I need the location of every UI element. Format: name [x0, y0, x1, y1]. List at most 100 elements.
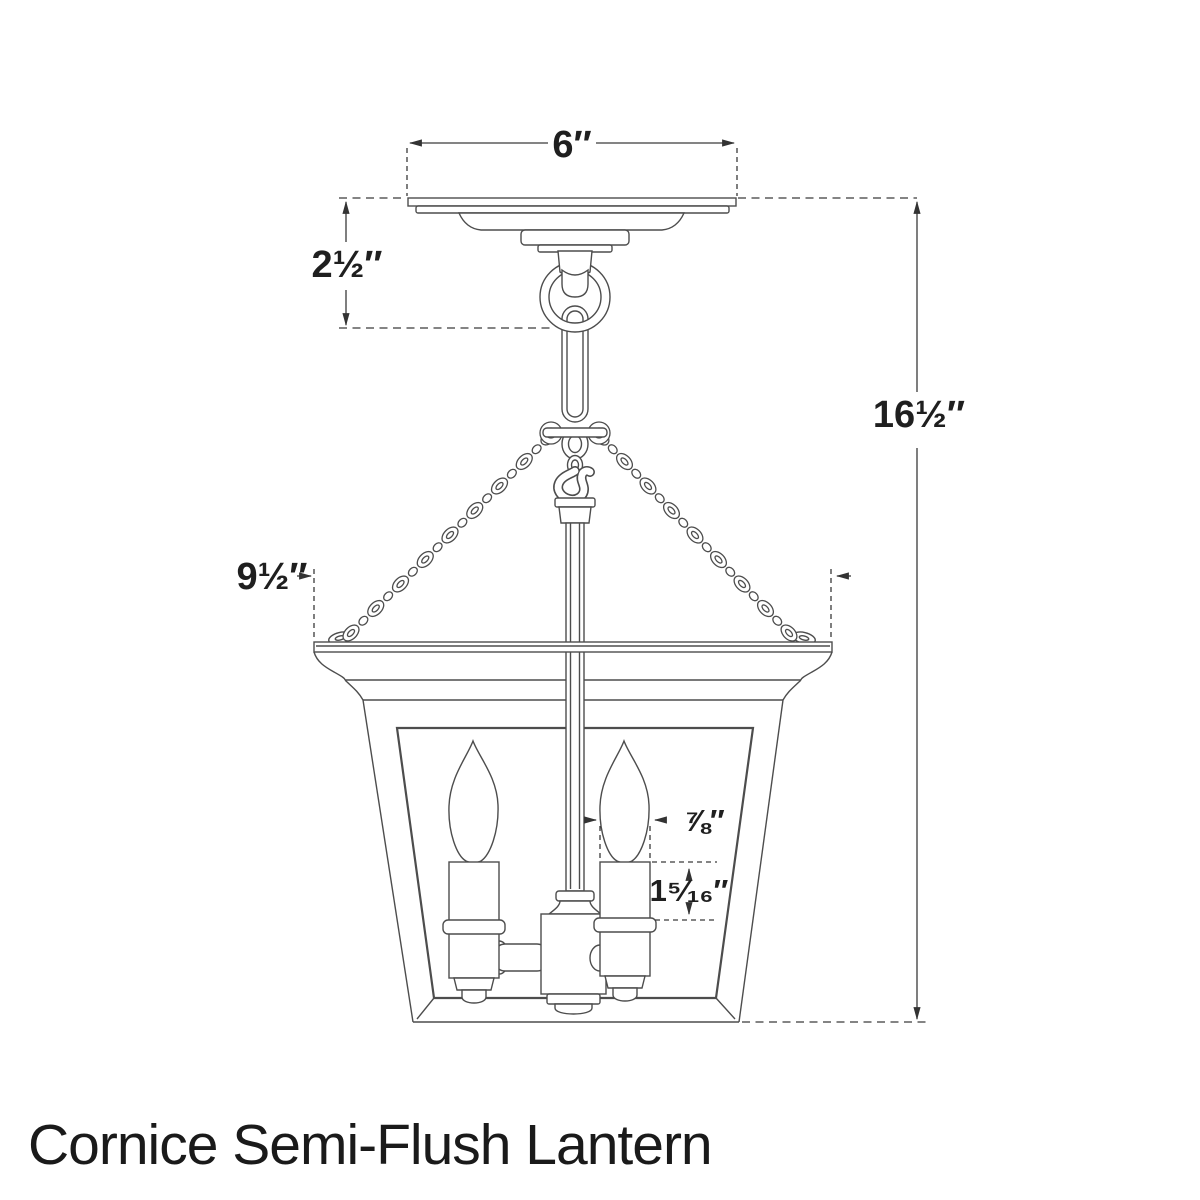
- dim-lantern-width: 9½″: [236, 556, 851, 641]
- chain-link: [445, 530, 455, 540]
- chain-link: [346, 628, 356, 638]
- canopy-plate-lip: [415, 205, 730, 214]
- sleeve-base: [453, 977, 495, 991]
- sill-corner-left: [416, 997, 435, 1020]
- dim-label-candle-width: ⅞″: [684, 803, 725, 838]
- chain-link: [620, 457, 629, 466]
- candle-bulb: [448, 739, 499, 864]
- canopy-band-upper: [520, 229, 630, 246]
- stem-tube: [565, 522, 585, 892]
- dim-label-socket-height: 1⁵⁄₁₆″: [650, 873, 729, 908]
- dim-label-overall-height: 16½″: [873, 394, 965, 436]
- chain-link: [506, 468, 517, 479]
- chain-link: [383, 591, 394, 602]
- chain-link: [515, 452, 533, 471]
- socket-base-ring: [546, 993, 601, 1005]
- chain-link: [607, 444, 618, 455]
- stem-flange: [555, 890, 595, 902]
- center-stem: [554, 497, 596, 892]
- dim-label-canopy-drop: 2½″: [311, 244, 382, 286]
- chain-link: [737, 579, 747, 589]
- molding-curve-right: [782, 679, 802, 701]
- chain-link: [686, 526, 704, 544]
- chain-link: [531, 444, 542, 455]
- chain-link: [678, 517, 689, 528]
- dim-canopy-width: 6″: [406, 124, 738, 196]
- chain-link: [639, 477, 657, 495]
- chain-link: [407, 566, 418, 577]
- chain-link: [631, 468, 642, 479]
- socket-cluster: [490, 890, 611, 1015]
- hanging-link-outer: [561, 305, 589, 423]
- chain-link: [391, 575, 410, 593]
- stem-cap: [554, 497, 596, 508]
- candle-right: [593, 739, 657, 1002]
- chain-link: [748, 591, 759, 602]
- stem-cup: [558, 506, 592, 524]
- chain-link: [725, 566, 736, 577]
- sill-corner-right: [715, 997, 736, 1020]
- chain-link: [772, 615, 783, 626]
- dim-label-canopy-width: 6″: [552, 124, 591, 166]
- dim-socket-height: 1⁵⁄₁₆″: [650, 861, 729, 921]
- chain-link: [457, 517, 468, 528]
- chain-end-link-hole: [798, 635, 810, 641]
- canopy-ring: [539, 261, 611, 333]
- chain-link: [482, 493, 493, 504]
- ceiling-canopy: [407, 197, 737, 423]
- cornice-ogee-right: [800, 651, 833, 681]
- dim-candle-width: ⅞″: [584, 803, 725, 860]
- sleeve-band: [442, 919, 506, 935]
- lantern-rim: [313, 641, 833, 653]
- chain-link: [441, 526, 459, 544]
- chain-left: [328, 428, 558, 645]
- chain-link: [662, 501, 681, 520]
- candle-left: [442, 739, 506, 1004]
- chain-link: [470, 506, 479, 515]
- candle-bulb: [599, 739, 650, 864]
- chain-link: [615, 452, 634, 471]
- sleeve-base-cap: [612, 987, 638, 1002]
- chain-link: [495, 481, 504, 491]
- canopy-saucer: [457, 212, 686, 231]
- chain-link: [761, 604, 770, 613]
- spreader-bar: [542, 427, 608, 438]
- chain-link: [784, 628, 794, 638]
- hanging-link-inner: [566, 310, 584, 418]
- chain-link: [466, 501, 484, 520]
- sleeve-band: [593, 917, 657, 933]
- window-frame: [395, 726, 755, 1000]
- dim-overall-height: 16½″: [742, 200, 965, 1023]
- stem-collar: [547, 900, 603, 915]
- chain-link: [733, 575, 751, 593]
- chain-link: [643, 481, 653, 491]
- chain-link: [358, 615, 369, 626]
- sleeve-base: [604, 975, 646, 989]
- chain-right: [592, 428, 816, 645]
- chain-link: [490, 477, 509, 495]
- molding-curve-left: [344, 679, 364, 701]
- chain-link: [654, 493, 665, 504]
- canopy-plate: [407, 197, 737, 207]
- chain-link: [421, 555, 430, 564]
- chain-link: [367, 599, 385, 618]
- cornice-ogee-left: [313, 651, 346, 681]
- chain-link: [667, 506, 676, 515]
- chain-link: [701, 542, 712, 553]
- chain-link: [690, 530, 700, 540]
- chain-link: [342, 624, 360, 642]
- chain-link: [396, 579, 405, 589]
- chain-link: [520, 457, 529, 466]
- body-wall-left: [362, 699, 414, 1023]
- chain-link: [416, 550, 434, 569]
- chain-link: [756, 599, 775, 618]
- chain-link: [780, 624, 798, 642]
- chain-link: [714, 555, 723, 564]
- cross-arm: [493, 943, 549, 972]
- product-title: Cornice Semi-Flush Lantern: [28, 1113, 713, 1177]
- dim-label-lantern-width: 9½″: [236, 556, 307, 598]
- chain-link: [709, 550, 728, 569]
- body-wall-right: [738, 699, 784, 1023]
- ring-saddle: [561, 268, 589, 298]
